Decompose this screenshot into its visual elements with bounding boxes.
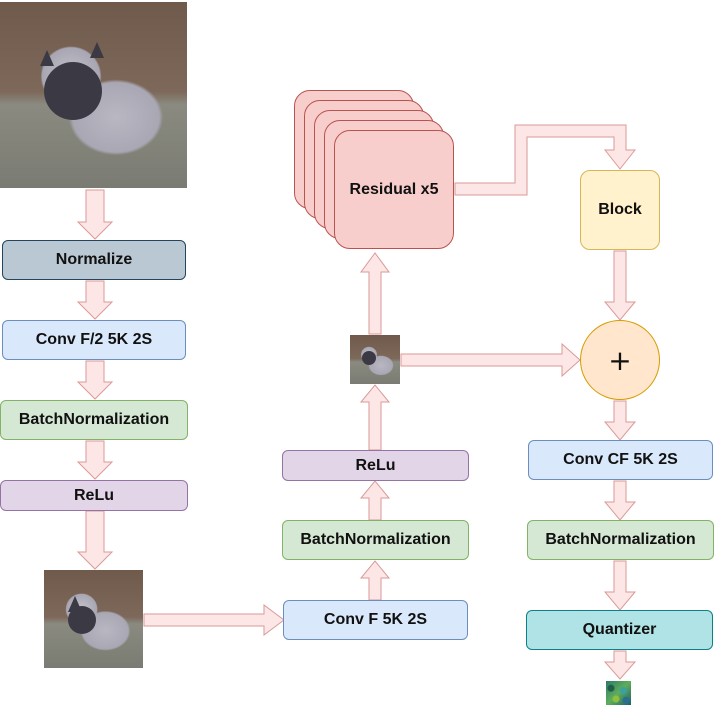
arrow-block-to-add [603, 250, 637, 321]
input-cat-image [0, 2, 187, 188]
normalize-node: Normalize [2, 240, 186, 280]
arrow-relu-to-feature [76, 510, 114, 570]
arrow-quantizer-to-output [603, 650, 637, 680]
quantizer-node: Quantizer [526, 610, 713, 650]
residual-node: Residual x5 [334, 130, 454, 249]
batchnorm-node-1: BatchNormalization [0, 400, 188, 440]
arrow-convf-to-bn [359, 560, 391, 601]
arrow-conv-to-bn [76, 360, 114, 400]
arrow-relu-to-feature-2 [359, 384, 391, 451]
arrow-normalize-to-conv [76, 280, 114, 320]
batchnorm-node-3: BatchNormalization [527, 520, 714, 560]
conv-cf-node: Conv CF 5K 2S [528, 440, 713, 480]
add-node: + [580, 320, 660, 400]
arrow-residual-to-block [454, 124, 637, 196]
output-code-image [606, 681, 631, 705]
arrow-feature-to-convf [143, 604, 285, 636]
relu-node-1: ReLu [0, 480, 188, 511]
arrow-feature-to-add [400, 342, 581, 378]
feature-image-1 [44, 570, 143, 668]
feature-image-2 [350, 335, 400, 384]
arrow-add-to-conv [603, 400, 637, 441]
batchnorm-node-2: BatchNormalization [282, 520, 469, 560]
arrow-input-to-normalize [76, 189, 114, 240]
arrow-feature-to-residual [360, 252, 390, 335]
relu-node-2: ReLu [282, 450, 469, 481]
conv-f-node: Conv F 5K 2S [283, 600, 468, 640]
block-node: Block [580, 170, 660, 250]
arrow-bn-to-relu-2 [359, 480, 391, 521]
arrow-bn-to-relu [76, 440, 114, 480]
arrow-bn-to-quantizer [603, 560, 637, 611]
conv-f2-node: Conv F/2 5K 2S [2, 320, 186, 360]
arrow-conv-to-bn-3 [603, 480, 637, 521]
